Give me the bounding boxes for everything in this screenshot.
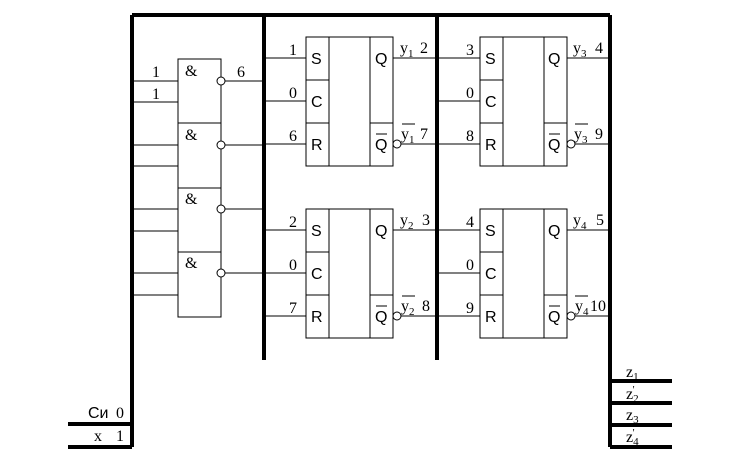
c-pin: C [485, 266, 497, 283]
c-pin: C [485, 94, 497, 111]
q-output-num: 5 [596, 212, 604, 229]
q-output-num: 2 [420, 40, 428, 57]
nq-output-label: y4 [575, 298, 589, 318]
output-z2-label: z2' [626, 384, 639, 405]
gate3-symbol: & [185, 191, 198, 208]
c-pin: C [311, 266, 323, 283]
c-input-label: 0 [289, 85, 297, 102]
s-pin: S [311, 223, 322, 240]
input-si-num: 0 [116, 405, 124, 422]
r-pin: R [311, 137, 323, 154]
outputs: z1 z2' z3 z4' [626, 364, 639, 448]
s-pin: S [485, 223, 496, 240]
nq-pin: Q [375, 309, 387, 326]
s-pin: S [485, 51, 496, 68]
flipflop-2: S C R Q Q 3 0 8 y3 4 y3 9 [439, 36, 608, 167]
input-si-name: Си [88, 405, 109, 422]
gate4-symbol: & [185, 255, 198, 272]
s-pin: S [311, 51, 322, 68]
c-input-label: 0 [289, 257, 297, 274]
nq-output-num: 9 [595, 126, 603, 143]
bus-lines [68, 13, 672, 449]
r-pin: R [485, 137, 497, 154]
nq-pin: Q [548, 137, 560, 154]
gate1-output-label: 6 [237, 64, 245, 81]
c-pin: C [311, 94, 323, 111]
gate2-inverter-bubble [216, 140, 226, 150]
q-output-label: y3 [573, 40, 587, 60]
nq-output-num: 10 [590, 298, 606, 315]
nq-pin: Q [548, 309, 560, 326]
nq-output-label: y2 [401, 298, 415, 318]
q-pin: Q [548, 223, 560, 240]
r-pin: R [311, 309, 323, 326]
gate2-symbol: & [185, 127, 198, 144]
output-z1-label: z1 [626, 364, 639, 383]
s-input-label: 4 [466, 214, 474, 231]
and-gate-labels: & & & & 1 1 6 [152, 63, 245, 272]
q-pin: Q [375, 51, 387, 68]
nq-output-num: 7 [420, 126, 428, 143]
r-input-label: 8 [466, 128, 474, 145]
nq-pin: Q [375, 137, 387, 154]
flipflop-body [479, 36, 568, 167]
nq-inverter-bubble [392, 311, 402, 321]
r-input-label: 9 [466, 300, 474, 317]
r-pin: R [485, 309, 497, 326]
nq-output-num: 8 [422, 298, 430, 315]
flipflop-1: S C R Q Q 1 0 6 y1 2 y1 7 [266, 36, 435, 167]
r-input-label: 7 [289, 300, 297, 317]
q-output-num: 4 [595, 40, 603, 57]
flipflop-3: S C R Q Q 2 0 7 y2 3 y2 8 [266, 208, 435, 339]
gate4-inverter-bubble [216, 268, 226, 278]
gate1-input-2-label: 1 [152, 86, 160, 103]
nq-inverter-bubble [566, 311, 576, 321]
nq-inverter-bubble [392, 139, 402, 149]
flipflop-4: S C R Q Q 4 0 9 y4 5 y4 10 [439, 208, 608, 339]
gate1-symbol: & [185, 63, 198, 80]
q-pin: Q [548, 51, 560, 68]
nq-output-label: y3 [574, 126, 588, 146]
output-z3-label: z3 [626, 407, 639, 426]
gate1-input-1-label: 1 [152, 64, 160, 81]
gate1-inverter-bubble [216, 76, 226, 86]
s-input-label: 2 [289, 214, 297, 231]
flipflop-body [305, 36, 394, 167]
input-x-name: x [94, 428, 102, 445]
q-output-label: y2 [400, 212, 414, 232]
c-input-label: 0 [466, 257, 474, 274]
nq-output-label: y1 [401, 126, 415, 146]
s-input-label: 1 [289, 42, 297, 59]
q-output-num: 3 [422, 212, 430, 229]
left-inputs: Си 0 x 1 [88, 405, 124, 445]
flipflop-body [305, 208, 394, 339]
q-pin: Q [375, 223, 387, 240]
input-x-num: 1 [116, 428, 124, 445]
and-gate-array [134, 58, 262, 318]
q-output-label: y1 [400, 40, 414, 60]
r-input-label: 6 [289, 128, 297, 145]
c-input-label: 0 [466, 85, 474, 102]
flipflop-body [479, 208, 568, 339]
gate3-inverter-bubble [216, 204, 226, 214]
s-input-label: 3 [466, 42, 474, 59]
q-output-label: y4 [573, 212, 587, 232]
output-z4-label: z4' [626, 427, 639, 448]
